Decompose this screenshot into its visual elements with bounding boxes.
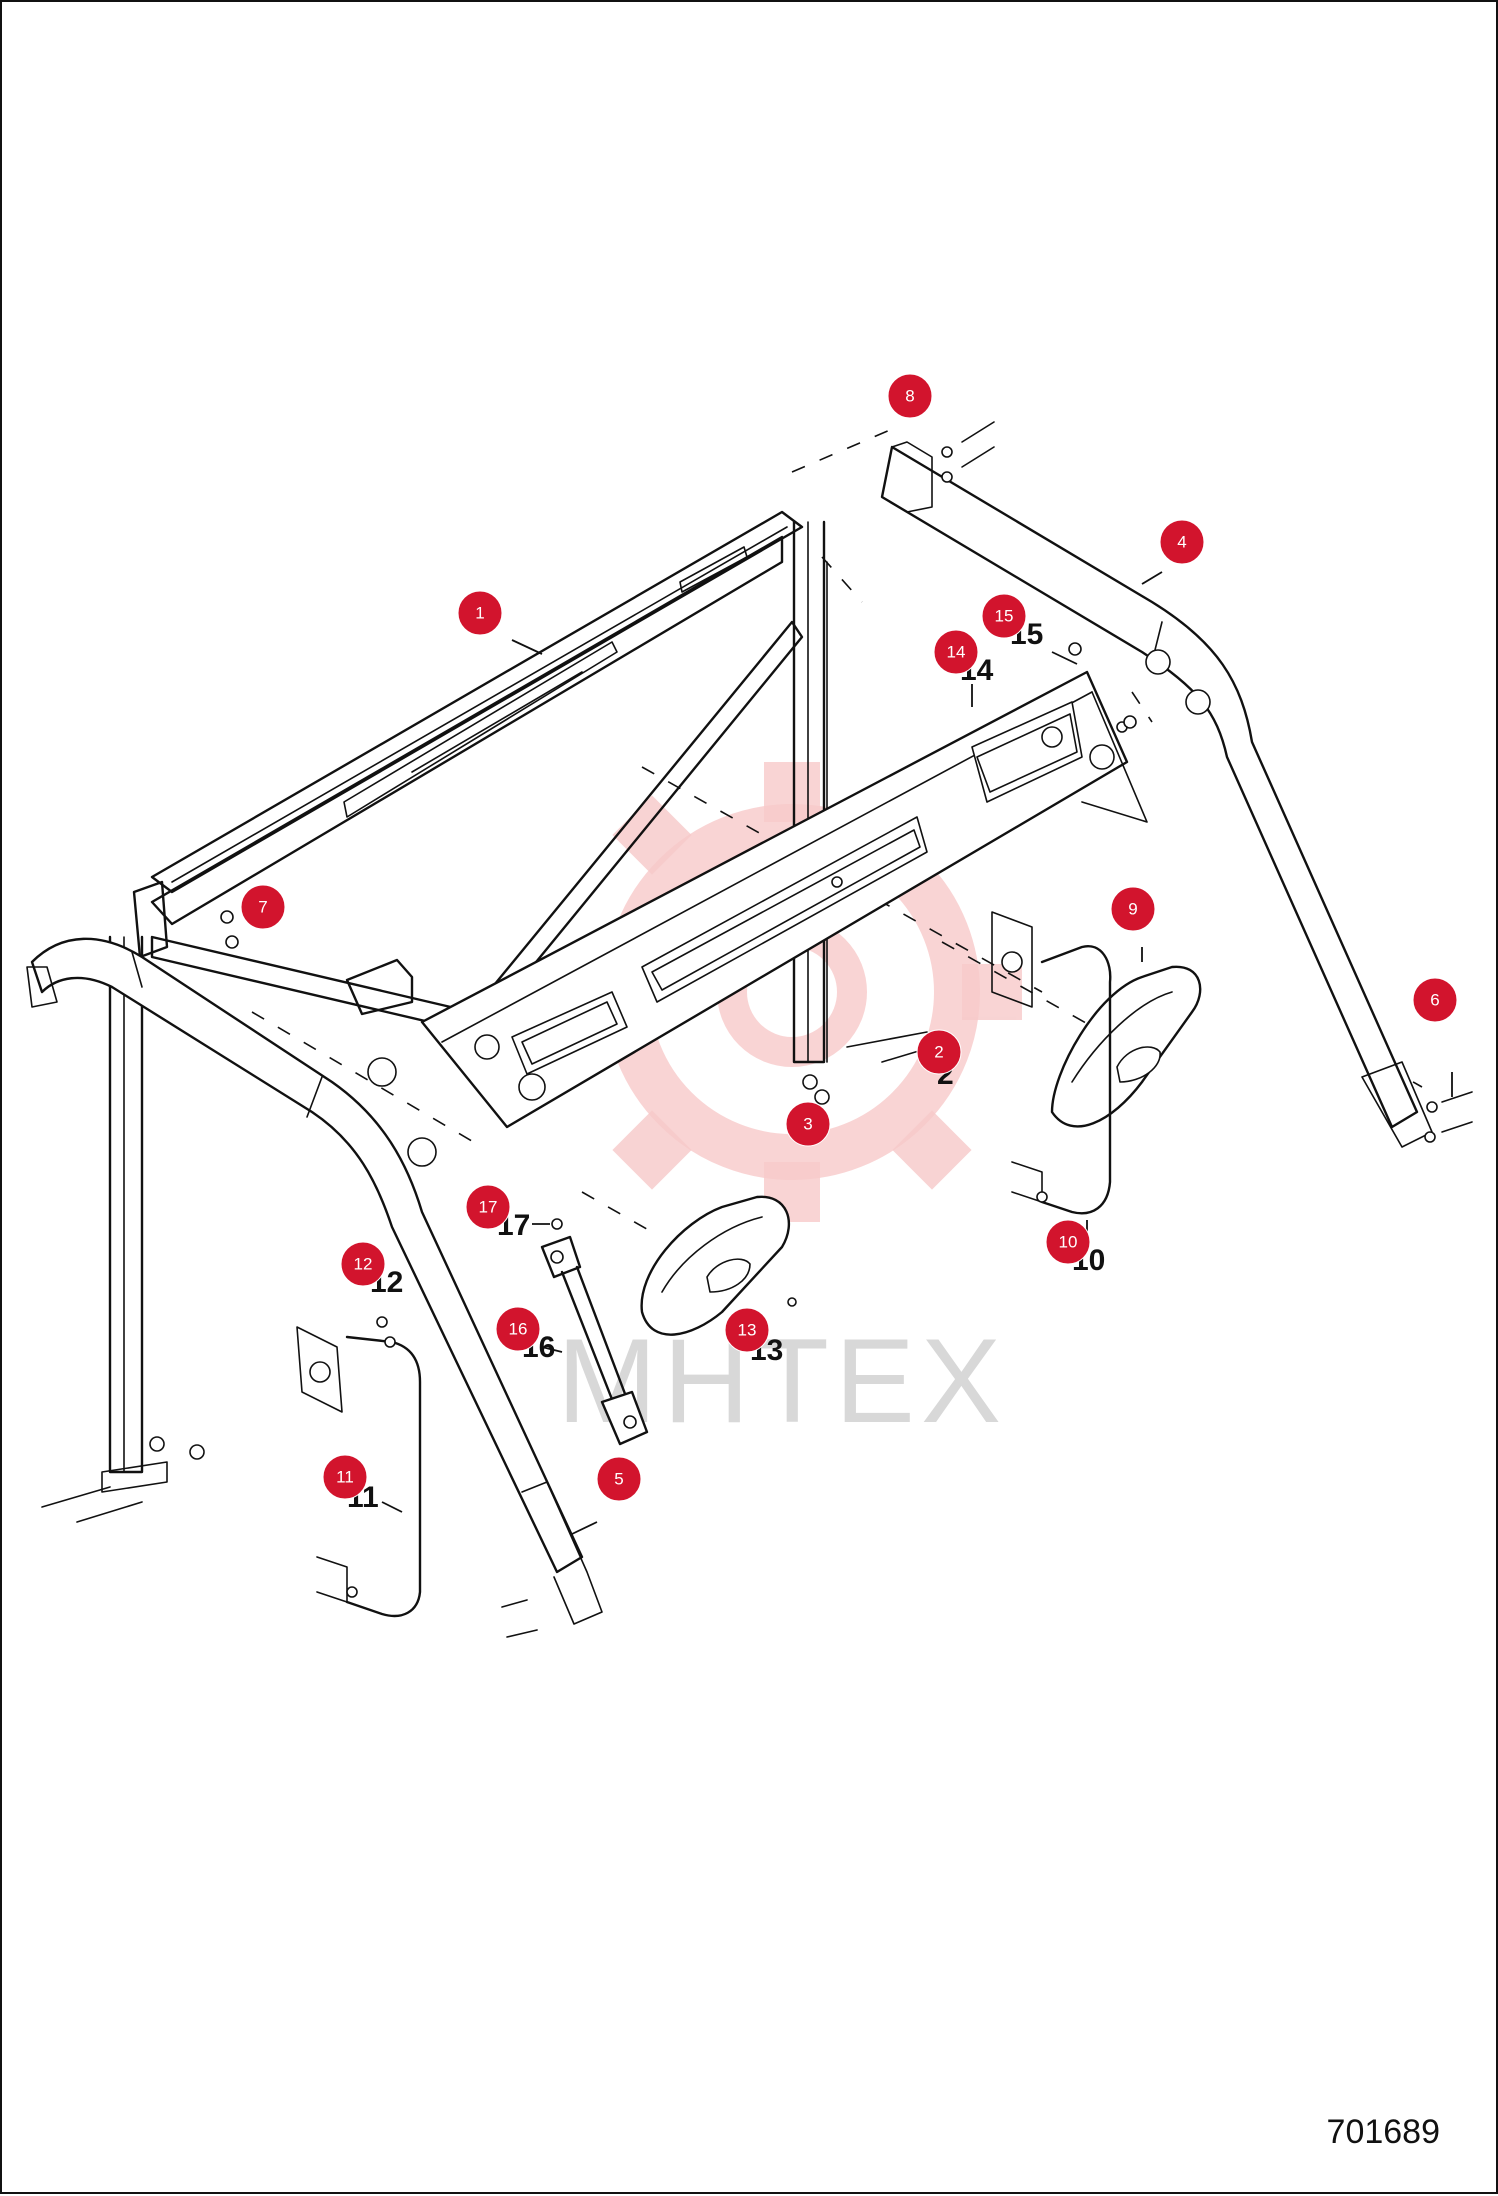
svg-text:11: 11 xyxy=(336,1468,354,1487)
svg-text:10: 10 xyxy=(1059,1233,1078,1252)
callout-leader-lines xyxy=(381,571,1453,1535)
callout-10[interactable]: 10 xyxy=(1045,1219,1091,1265)
callout-3[interactable]: 3 xyxy=(785,1101,831,1147)
callout-14[interactable]: 14 xyxy=(933,629,979,675)
left-grab-handle xyxy=(296,1326,422,1618)
svg-text:12: 12 xyxy=(354,1255,373,1274)
front-tube-assembly xyxy=(26,937,603,1638)
callout-16[interactable]: 16 xyxy=(495,1306,541,1352)
svg-text:8: 8 xyxy=(905,387,914,406)
callout-17[interactable]: 17 xyxy=(465,1184,511,1230)
svg-text:14: 14 xyxy=(947,643,966,662)
callout-8[interactable]: 8 xyxy=(887,373,933,419)
callout-1[interactable]: 1 xyxy=(457,590,503,636)
side-roll-tube xyxy=(880,421,1473,1148)
callout-11[interactable]: 11 xyxy=(322,1454,368,1500)
svg-text:4: 4 xyxy=(1177,533,1186,552)
svg-text:1: 1 xyxy=(475,604,484,623)
svg-text:2: 2 xyxy=(934,1043,943,1062)
svg-text:16: 16 xyxy=(509,1320,528,1339)
svg-text:6: 6 xyxy=(1430,991,1439,1010)
callout-6[interactable]: 6 xyxy=(1412,977,1458,1023)
svg-text:13: 13 xyxy=(738,1321,757,1340)
strut xyxy=(540,1235,649,1446)
rear-panel xyxy=(420,670,1148,1129)
callout-15[interactable]: 15 xyxy=(981,593,1027,639)
center-headrest xyxy=(640,1195,791,1336)
svg-text:9: 9 xyxy=(1128,900,1137,919)
hardware-fasteners xyxy=(376,642,1137,1348)
callout-9[interactable]: 9 xyxy=(1110,886,1156,932)
callout-5[interactable]: 5 xyxy=(596,1456,642,1502)
drawing-number: 701689 xyxy=(1326,2113,1440,2151)
callout-13[interactable]: 13 xyxy=(724,1307,770,1353)
callout-12[interactable]: 12 xyxy=(340,1241,386,1287)
svg-text:5: 5 xyxy=(614,1470,623,1489)
svg-text:17: 17 xyxy=(479,1198,498,1217)
right-headrest-and-handle xyxy=(991,911,1202,1215)
svg-text:7: 7 xyxy=(258,898,267,917)
callout-badges: 1 2 3 4 5 6 7 8 9 10 11 12 13 14 15 16 1… xyxy=(240,373,1458,1502)
callout-7[interactable]: 7 xyxy=(240,884,286,930)
callout-2[interactable]: 2 xyxy=(916,1029,962,1075)
callout-4[interactable]: 4 xyxy=(1159,519,1205,565)
svg-text:3: 3 xyxy=(803,1115,812,1134)
svg-text:15: 15 xyxy=(995,607,1014,626)
